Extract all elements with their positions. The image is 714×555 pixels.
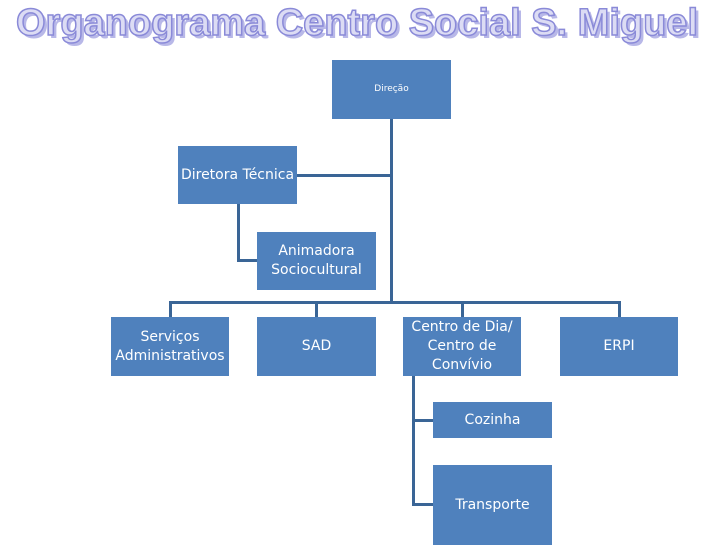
connector-line <box>390 119 393 304</box>
connector-line <box>412 376 415 505</box>
connector-line <box>412 503 433 506</box>
node-direcao[interactable]: Direção <box>332 60 451 119</box>
node-cozinha[interactable]: Cozinha <box>433 402 552 438</box>
node-erpi[interactable]: ERPI <box>560 317 678 376</box>
connector-line <box>237 204 240 261</box>
connector-line <box>297 174 392 177</box>
connector-line <box>618 301 621 317</box>
node-diretora-tecnica[interactable]: Diretora Técnica <box>178 146 297 204</box>
node-animadora-sociocultural[interactable]: Animadora Sociocultural <box>257 232 376 290</box>
connector-line <box>169 301 172 317</box>
node-sad[interactable]: SAD <box>257 317 376 376</box>
connector-line <box>412 419 433 422</box>
connector-line <box>461 301 464 317</box>
node-servicos-administrativos[interactable]: Serviços Administrativos <box>111 317 229 376</box>
connector-line <box>315 301 318 317</box>
node-centro-de-dia[interactable]: Centro de Dia/ Centro de Convívio <box>403 317 521 376</box>
connector-line <box>237 259 257 262</box>
node-transporte[interactable]: Transporte <box>433 465 552 545</box>
connector-line <box>169 301 621 304</box>
page-title: Organograma Centro Social S. Miguel <box>15 1 699 45</box>
